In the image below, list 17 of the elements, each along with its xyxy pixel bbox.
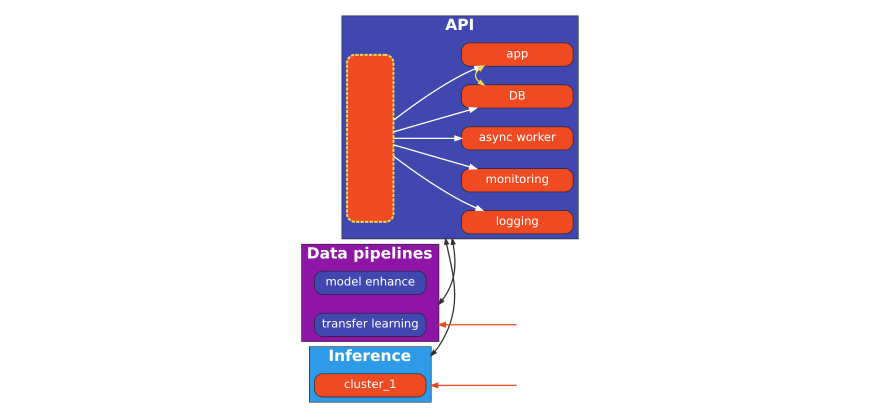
node-box: async worker xyxy=(461,126,574,150)
arrow xyxy=(394,107,478,132)
node-box: DB xyxy=(461,84,574,108)
node-box: cluster_1 xyxy=(314,373,426,398)
arrow xyxy=(393,156,484,212)
node-box: transfer learning xyxy=(314,312,426,337)
node-box xyxy=(346,54,394,223)
arrow xyxy=(394,144,478,170)
node-box: monitoring xyxy=(461,168,574,192)
node-box: app xyxy=(461,42,574,66)
arrow xyxy=(437,322,517,328)
node-box: model enhance xyxy=(314,270,426,295)
node-box: logging xyxy=(461,210,574,234)
arrow xyxy=(430,237,456,357)
arrow xyxy=(394,135,464,142)
arrow xyxy=(429,382,517,389)
arrow xyxy=(438,237,456,306)
